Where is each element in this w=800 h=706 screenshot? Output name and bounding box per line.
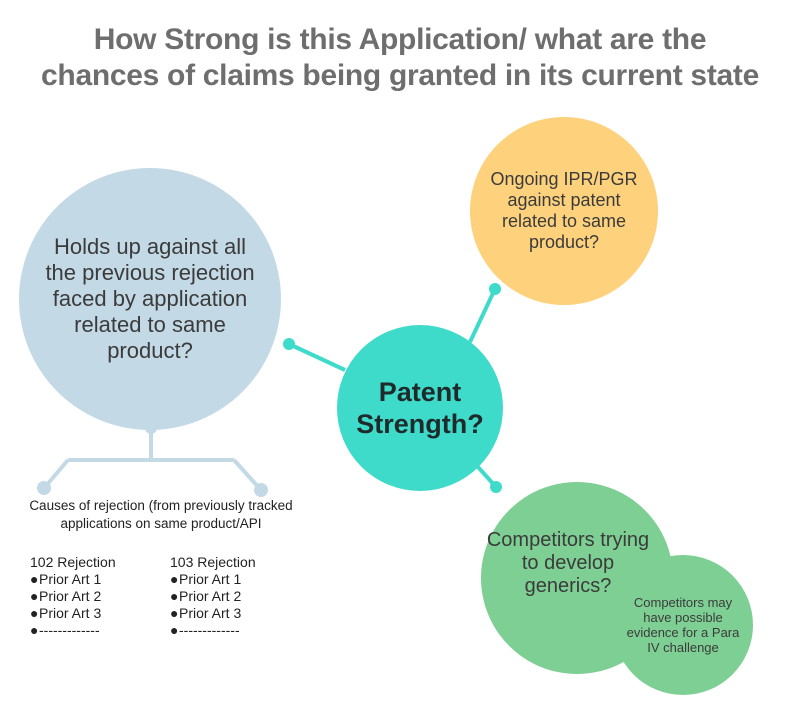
patent-strength-circle: Patent Strength? (337, 325, 503, 491)
ipr-text: Ongoing IPR/PGR against patent related t… (490, 169, 638, 252)
rejection-103-heading: 103 Rejection (170, 554, 256, 570)
bullet-icon: ● (170, 622, 179, 638)
competitors-circle: Competitors trying to develop generics? (481, 482, 673, 674)
bullet-icon: ● (170, 605, 179, 621)
list-item: ●------------- (170, 622, 256, 639)
connector-to-ipr (468, 288, 497, 343)
tree-left-branch (43, 458, 70, 489)
list-item-label: Prior Art 2 (39, 588, 102, 604)
bullet-icon: ● (30, 605, 39, 621)
list-item: ●Prior Art 2 (30, 588, 116, 605)
bullet-icon: ● (30, 571, 39, 587)
rejection-102-list: 102 Rejection ●Prior Art 1 ●Prior Art 2 … (30, 554, 116, 639)
list-item: ●Prior Art 1 (30, 571, 116, 588)
bullet-icon: ● (170, 588, 179, 604)
tree-right-dot (254, 483, 268, 497)
tree-right-branch (232, 458, 262, 491)
rejection-text: Holds up against all the previous reject… (45, 234, 255, 363)
bullet-icon: ● (170, 571, 179, 587)
connector-dot-competitors (490, 481, 502, 493)
list-item-label: ------------- (179, 622, 240, 638)
bullet-icon: ● (30, 588, 39, 604)
bullet-icon: ● (30, 622, 39, 638)
list-item: ●------------- (30, 622, 116, 639)
connector-dot-ipr (489, 283, 501, 295)
para-iv-circle: Competitors may have possible evidence f… (613, 555, 753, 695)
list-item-label: ------------- (39, 622, 100, 638)
rejection-circle: Holds up against all the previous reject… (19, 168, 281, 430)
connector-to-rejection (288, 342, 346, 372)
list-item: ●Prior Art 3 (30, 605, 116, 622)
rejection-103-list: 103 Rejection ●Prior Art 1 ●Prior Art 2 … (170, 554, 256, 639)
list-item: ●Prior Art 1 (170, 571, 256, 588)
connector-dot-rejection (283, 338, 295, 350)
list-item-label: Prior Art 3 (39, 605, 102, 621)
competitors-text: Competitors trying to develop generics? (486, 528, 650, 597)
title-line-1: How Strong is this Application/ what are… (93, 23, 707, 56)
list-item-label: Prior Art 1 (179, 571, 242, 587)
ipr-circle: Ongoing IPR/PGR against patent related t… (470, 117, 658, 305)
rejection-102-heading: 102 Rejection (30, 554, 116, 570)
patent-strength-text: Patent Strength? (356, 377, 484, 439)
tree-left-dot (37, 481, 51, 495)
para-iv-text: Competitors may have possible evidence f… (626, 595, 740, 655)
page-title: How Strong is this Application/ what are… (0, 22, 800, 94)
list-item-label: Prior Art 1 (39, 571, 102, 587)
list-item: ●Prior Art 3 (170, 605, 256, 622)
causes-heading: Causes of rejection (from previously tra… (29, 498, 293, 531)
list-item-label: Prior Art 2 (179, 588, 242, 604)
list-item: ●Prior Art 2 (170, 588, 256, 605)
title-line-2: chances of claims being granted in its c… (41, 59, 759, 92)
list-item-label: Prior Art 3 (179, 605, 242, 621)
